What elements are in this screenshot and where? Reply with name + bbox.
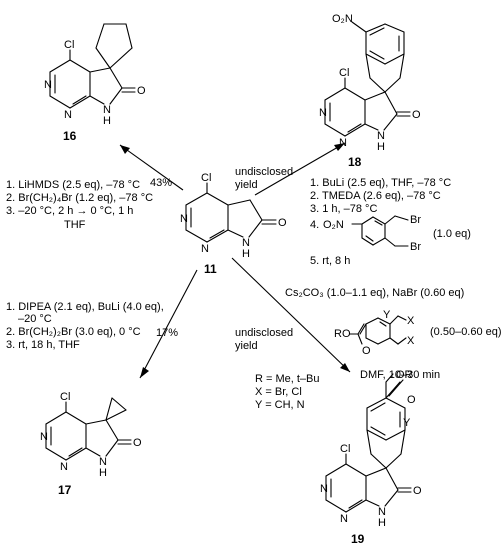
compound-label-17: 17 [58,483,72,497]
oxygen-atom: O [412,109,421,121]
compound-label-11: 11 [204,262,217,276]
conditions-16-solvent: THF [64,219,86,231]
nitrogen-atom: N [339,137,347,149]
ester-oxygen-atom: O [407,394,416,406]
route-18-annotations: undisclosed yield 1. BuLi (2.5 eq), THF,… [235,166,471,267]
yield-17: 17% [156,327,178,339]
nitrogen-atom: N [60,461,68,473]
nitro-group: O₂N [332,13,353,25]
nitrogen-atom: N [64,109,72,121]
nh-nitrogen-atom: N [377,130,385,142]
yield-19-line2: yield [235,340,258,352]
conditions-19-base: Cs₂CO₃ (1.0–1.1 eq), NaBr (0.60 eq) [285,287,464,299]
oxygen-atom: O [137,85,146,97]
conditions-18-step1: 1. BuLi (2.5 eq), THF, –78 °C [310,177,451,189]
conditions-17-step3: 3. rt, 18 h, THF [6,339,80,351]
reagent-x-atom: X [407,315,415,327]
nh-nitrogen-atom: N [99,456,107,468]
chlorine-atom: Cl [339,67,349,79]
nitrogen-atom: N [201,243,209,255]
oxygen-atom: O [413,485,422,497]
nh-hydrogen-atom: H [242,248,250,260]
arrow-to-17 [139,269,198,379]
chlorine-atom: Cl [60,391,70,403]
chlorine-atom: Cl [64,39,74,51]
nitrogen-atom: N [180,213,188,225]
chlorine-atom: Cl [340,443,350,455]
conditions-19-reagent-eq: (0.50–0.60 eq) [430,326,502,338]
conditions-18-step3: 3. 1 h, –78 °C [310,203,377,215]
compound-label-19: 19 [351,532,365,546]
nh-hydrogen-atom: H [103,115,111,127]
compound-16: Cl N N N H O 16 [44,23,146,143]
nitrogen-atom: N [319,107,327,119]
conditions-17-step1: 1. DIPEA (2.1 eq), BuLi (4.0 eq), [6,301,164,313]
nitrogen-atom: N [44,79,52,91]
arrow-to-16 [119,144,184,191]
compound-17: Cl N N N H O 17 [40,391,142,497]
nh-hydrogen-atom: H [378,517,386,529]
y-atom: Y [403,417,411,429]
yield-18-line1: undisclosed [235,166,293,178]
conditions-17-temp: –20 °C [18,313,52,325]
conditions-18-step4: 4. [310,219,319,231]
oxygen-atom: O [133,437,142,449]
compound-18: O₂N Cl N N N H O 18 [319,13,421,169]
yield-16: 43% [150,177,172,189]
conditions-17-step2: 2. Br(CH₂)₂Br (3.0 eq), 0 °C [6,326,141,338]
bromine-atom: Br [410,214,421,226]
substituent-y: Y = CH, N [255,399,305,411]
substituent-r: R = Me, t–Bu [255,373,320,385]
ester-or-group: OR [396,369,413,381]
reagent-y-atom: Y [383,309,391,321]
conditions-18-step2: 2. TMEDA (2.6 eq), –78 °C [310,190,441,202]
conditions-18-step5: 5. rt, 8 h [310,255,350,267]
compound-11: Cl N N N H O 11 [180,172,287,276]
conditions-18-reagent-eq: (1.0 eq) [433,228,471,240]
nh-nitrogen-atom: N [103,104,111,116]
nh-nitrogen-atom: N [378,506,386,518]
conditions-16-step2: 2. Br(CH₂)₄Br (1.2 eq), –78 °C [6,192,153,204]
nh-hydrogen-atom: H [99,467,107,479]
yield-19-line1: undisclosed [235,327,293,339]
bromine-atom: Br [410,241,421,253]
conditions-16-step1: 1. LiHMDS (2.5 eq), –78 °C [6,179,140,191]
reagent-ro-group: RO [334,328,351,340]
oxygen-atom: O [278,217,287,229]
nh-nitrogen-atom: N [242,237,250,249]
compound-19: OR O Y Cl N N N H O 19 [320,369,422,546]
reagent-oxygen-atom: O [362,345,371,357]
chlorine-atom: Cl [201,172,211,184]
route-19-annotations: Cs₂CO₃ (1.0–1.1 eq), NaBr (0.60 eq) RO O… [235,287,502,411]
nitrogen-atom: N [320,483,328,495]
nitrogen-atom: N [40,431,48,443]
route-17-annotations: 1. DIPEA (2.1 eq), BuLi (4.0 eq), –20 °C… [6,301,178,351]
conditions-16-step3: 3. –20 °C, 2 h → 0 °C, 1 h [6,205,133,217]
yield-18-line2: yield [235,179,258,191]
conditions-19-solvent: DMF, 10–30 min [360,369,440,381]
route-16-annotations: 43% 1. LiHMDS (2.5 eq), –78 °C 2. Br(CH₂… [6,177,172,231]
compound-label-18: 18 [348,155,362,169]
nitrogen-atom: N [340,513,348,525]
arrow-to-19 [231,257,351,373]
reagent-nitro-group: O₂N [323,219,344,231]
substituent-x: X = Br, Cl [255,386,302,398]
reagent-x-atom: X [407,335,415,347]
compound-label-16: 16 [63,129,77,143]
arrow-to-18 [254,142,346,196]
nh-hydrogen-atom: H [377,141,385,153]
